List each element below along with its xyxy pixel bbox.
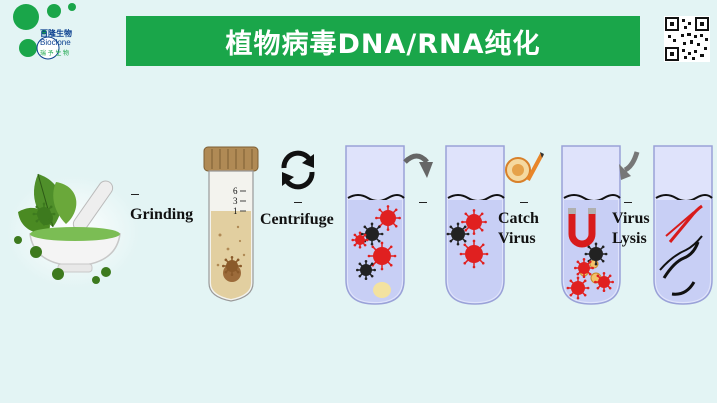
curved-arrow-down-icon [619,151,640,180]
centrifuge-tube-image [203,146,259,302]
step-virus-lysis-2: Lysis [612,230,647,247]
arrow-5 [624,202,632,203]
arrow-1 [131,194,139,195]
arrow-3 [419,202,427,203]
curved-arrow-icon [403,153,433,178]
step-catch-virus-1: Catch [498,210,539,227]
arrow-4 [520,202,528,203]
tube-dna-rna [653,145,713,305]
magnetic-bead-icon [505,152,544,183]
logo-circles [13,3,76,60]
step-grinding: Grinding [130,206,194,223]
tube-mark-3: 3 [233,196,238,206]
arrow-2 [294,202,302,203]
mortar-pestle-image [7,173,139,288]
step-virus-lysis-1: Virus [612,210,650,227]
tube-mark-6: 6 [233,186,238,196]
logo-english: Bioclone [40,38,71,47]
logo-sub: 瑞 予 生 物 [40,51,70,57]
tube-with-viruses [345,145,405,305]
step-catch-virus-2: Virus [498,230,536,247]
page-title: 植物病毒DNA/RNA纯化 [225,28,541,60]
step-centrifuge: Centrifuge [260,211,334,228]
title-bar: 植物病毒DNA/RNA纯化 [126,16,640,66]
bioclone-logo: 百隆生物 Bioclone 瑞 予 生 物 [4,2,90,66]
qr-code-icon [664,16,710,62]
logo-chinese: 百隆生物 [40,29,72,38]
tube-mark-1: 1 [233,206,238,216]
cycle-arrows-icon [281,150,315,190]
